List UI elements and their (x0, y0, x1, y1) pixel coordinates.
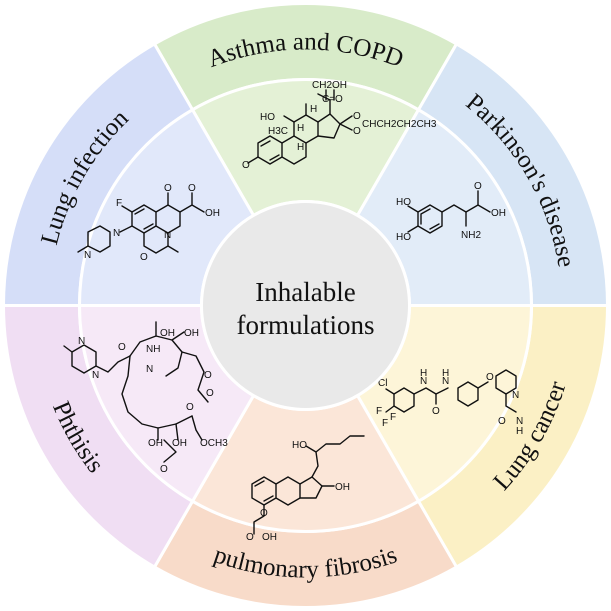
atom-label: OH (184, 328, 199, 339)
atom-label: N (84, 250, 91, 261)
atom-label: F (376, 406, 382, 417)
atom-label: OCH3 (200, 438, 228, 449)
molecule-fibrosis: HO OH O O OH (246, 435, 365, 543)
atom-label: O (206, 388, 214, 399)
atom-label: O (186, 402, 194, 413)
atom-label: N (512, 390, 519, 401)
center-circle (200, 200, 411, 411)
atom-label: N (113, 228, 120, 239)
atom-label: NH (146, 344, 160, 355)
atom-label: F (390, 412, 396, 423)
atom-label: HO (396, 197, 411, 208)
atom-label: N (164, 230, 171, 241)
atom-label: HO (260, 112, 275, 123)
atom-label: O (160, 464, 168, 475)
atom-label: F (116, 198, 122, 209)
atom-label: O (164, 183, 172, 194)
atom-label: H (516, 426, 523, 437)
atom-label: O (353, 111, 361, 122)
atom-label: Cl (378, 378, 387, 389)
atom-label: F (382, 418, 388, 429)
center-title-line1: Inhalable (255, 277, 355, 307)
molecule-parkinson: HO HO O OH NH2 (396, 181, 506, 243)
atom-label: N (146, 364, 153, 375)
atom-label: O (140, 252, 148, 263)
atom-label: OH (491, 208, 506, 219)
atom-label: N (92, 370, 99, 381)
atom-label: OH (148, 438, 163, 449)
atom-label: O (474, 181, 482, 192)
atom-label: OH (172, 438, 187, 449)
molecule-lung-infection: O O F OH N N N O (77, 183, 220, 263)
atom-label: H3C (268, 126, 288, 137)
atom-label: OH (262, 532, 277, 543)
molecule-asthma: O CH2OH C=O HO H3C H O O CHCH2CH2CH3 H H (242, 80, 437, 171)
atom-label: O (260, 508, 268, 519)
atom-label: O (188, 183, 196, 194)
atom-label: CHCH2CH2CH3 (362, 119, 437, 130)
atom-label: O (118, 342, 126, 353)
atom-label: OH (335, 482, 350, 493)
atom-label: O (353, 126, 361, 137)
atom-label: O (486, 372, 494, 383)
molecule-lung-cancer: Cl F F F N N H H O O N N O H (376, 368, 523, 437)
atom-label: N (516, 416, 523, 427)
atom-label: OH (205, 208, 220, 219)
molecule-phthisis: N N OH OH O NH O N O OH OH O O OCH3 (63, 321, 228, 475)
atom-label: CH2OH (312, 80, 347, 91)
atom-label: C=O (322, 94, 343, 105)
atom-label: N (78, 336, 85, 347)
atom-label: OH (160, 328, 175, 339)
atom-label: O (498, 416, 506, 427)
atom-label: O (246, 532, 254, 543)
atom-label: O (204, 370, 212, 381)
atom-label: HO (396, 232, 411, 243)
atom-label: H (310, 104, 317, 115)
atom-label: O (432, 406, 440, 417)
atom-label: N (442, 376, 449, 387)
atom-label: H (420, 368, 427, 379)
atom-label: O (242, 160, 250, 171)
atom-label: HO (292, 440, 307, 451)
atom-label: H (297, 123, 304, 134)
atom-label: N (420, 376, 427, 387)
center-title-line2: formulations (237, 310, 375, 340)
atom-label: H (297, 142, 304, 153)
atom-label: H (442, 368, 449, 379)
atom-label: NH2 (461, 230, 481, 241)
